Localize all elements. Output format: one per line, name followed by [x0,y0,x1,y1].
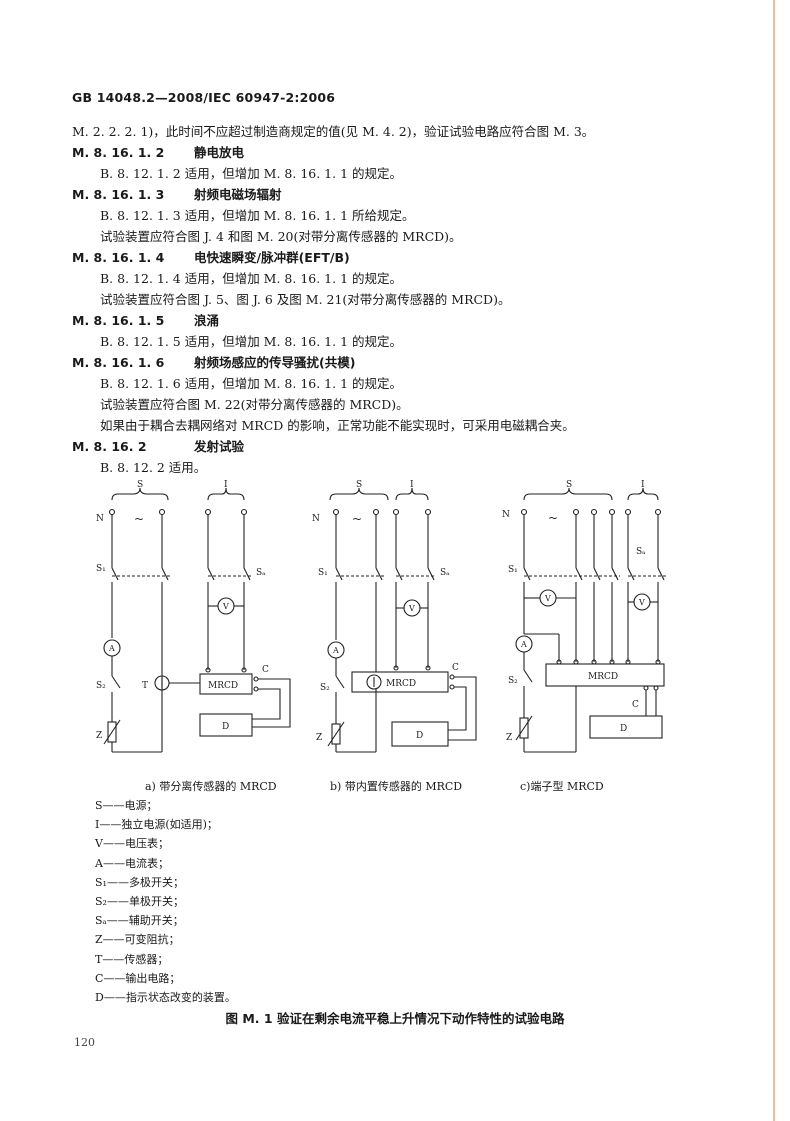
paragraph-line: 如果由于耦合去耦网络对 MRCD 的影响，正常功能不能实现时，可采用电磁耦合夹。 [100,418,575,433]
label-Z: Z [96,731,102,741]
section-number: M. 8. 16. 1. 6 [72,355,165,370]
paragraph-line: B. 8. 12. 1. 5 适用，但增加 M. 8. 16. 1. 1 的规定… [100,334,403,349]
label-C: C [632,700,639,710]
label-Sa: Sₐ [256,568,266,578]
label-V: V [638,598,645,607]
standard-header: GB 14048.2—2008/IEC 60947-2:2006 [72,90,336,105]
label-S: S [566,480,572,490]
legend-item: Sₐ——辅助开关； [95,914,184,928]
label-S1: S₁ [508,565,518,575]
section-title: 射频电磁场辐射 [194,187,282,202]
section-title: 静电放电 [194,145,245,160]
section-number: M. 8. 16. 1. 3 [72,187,165,202]
section-title: 射频场感应的传导骚扰(共模) [194,355,356,370]
section-number: M. 8. 16. 2 [72,439,147,454]
section-title: 发射试验 [194,439,245,454]
caption-b: b) 带内置传感器的 MRCD [330,780,463,793]
circuit-b: S I N ~ S₁ Sₐ A S₂ Z V MRCD C [312,480,477,753]
label-MRCD: MRCD [208,681,238,691]
section-heading: M. 8. 16. 1. 4 电快速瞬变/脉冲群(EFT/B) [72,247,762,268]
legend-item: S——电源； [95,799,158,812]
label-A: A [520,640,527,649]
circuit-a: S I N ~ S₁ Sₐ A S₂ Z V T MRCD C [96,480,291,753]
legend-item: I——独立电源(如适用)； [95,818,218,832]
label-C: C [452,663,459,673]
label-I: I [641,480,645,490]
page-edge-line [773,0,775,1121]
section-title: 浪涌 [194,313,220,328]
label-MRCD: MRCD [386,679,416,689]
label-A: A [332,646,339,655]
label-D: D [222,722,229,732]
label-tilde: ~ [134,512,144,526]
section-number: M. 8. 16. 1. 2 [72,145,165,160]
legend-item: Z——可变阻抗； [95,933,180,947]
legend-item: S₂——单极开关； [95,895,184,909]
paragraph-line: B. 8. 12. 1. 4 适用，但增加 M. 8. 16. 1. 1 的规定… [100,271,403,286]
section-title: 电快速瞬变/脉冲群(EFT/B) [194,250,350,265]
paragraph-line: B. 8. 12. 1. 2 适用，但增加 M. 8. 16. 1. 1 的规定… [100,166,403,181]
label-D: D [620,724,627,734]
section-number: M. 8. 16. 1. 4 [72,250,165,265]
legend-item: T——传感器； [95,952,169,966]
paragraph-line: M. 2. 2. 2. 1)，此时间不应超过制造商规定的值(见 M. 4. 2)… [72,124,595,139]
label-V: V [408,604,415,613]
label-Sa: Sₐ [636,547,646,557]
legend-item: V——电压表； [95,837,169,851]
section-number: M. 8. 16. 1. 5 [72,313,165,328]
legend-item: D——指示状态改变的装置。 [95,991,236,1005]
label-S2: S₂ [96,681,106,691]
label-tilde: ~ [352,512,362,526]
label-V: V [222,602,229,611]
figure-title: 图 M. 1 验证在剩余电流平稳上升情况下动作特性的试验电路 [225,1011,565,1026]
paragraph-line: B. 8. 12. 1. 6 适用，但增加 M. 8. 16. 1. 1 的规定… [100,376,403,391]
section-heading: M. 8. 16. 2 发射试验 [72,436,762,457]
label-S1: S₁ [318,568,328,578]
label-S2: S₂ [320,683,330,693]
label-N: N [502,510,510,520]
legend-list: S——电源； I——独立电源(如适用)； V——电压表； A——电流表； S₁—… [95,796,236,1007]
label-C: C [262,665,269,675]
label-Z: Z [506,733,512,743]
page-number: 120 [74,1036,95,1049]
section-heading: M. 8. 16. 1. 6 射频场感应的传导骚扰(共模) [72,352,762,373]
label-V: V [544,594,551,603]
paragraph-line: B. 8. 12. 1. 3 适用，但增加 M. 8. 16. 1. 1 所给规… [100,208,415,223]
circuit-c: S I N ~ S₁ Sₐ V A S₂ Z V [502,480,666,753]
section-heading: M. 8. 16. 1. 5 浪涌 [72,310,762,331]
label-T: T [142,681,148,691]
circuit-diagrams: S I N ~ S₁ Sₐ A S₂ Z V T MRCD C [88,478,708,758]
label-S2: S₂ [508,676,518,686]
caption-c: c)端子型 MRCD [520,780,604,793]
paragraph-line: B. 8. 12. 2 适用。 [100,460,207,475]
label-S: S [356,480,362,490]
label-S1: S₁ [96,564,106,574]
label-tilde: ~ [548,511,558,525]
body-text: M. 2. 2. 2. 1)，此时间不应超过制造商规定的值(见 M. 4. 2)… [72,121,762,478]
legend-item: A——电流表； [95,856,169,870]
label-N: N [96,514,104,524]
label-MRCD: MRCD [588,672,618,682]
label-D: D [416,731,423,741]
label-I: I [410,480,414,490]
caption-a: a) 带分离传感器的 MRCD [145,780,277,793]
section-heading: M. 8. 16. 1. 3 射频电磁场辐射 [72,184,762,205]
label-N: N [312,514,320,524]
label-A: A [108,644,115,653]
paragraph-line: 试验装置应符合图 J. 5、图 J. 6 及图 M. 21(对带分离传感器的 M… [100,292,511,307]
paragraph-line: 试验装置应符合图 J. 4 和图 M. 20(对带分离传感器的 MRCD)。 [100,229,462,244]
legend-item: S₁——多极开关； [95,875,184,889]
section-heading: M. 8. 16. 1. 2 静电放电 [72,142,762,163]
label-Sa: Sₐ [440,568,450,578]
legend-item: C——输出电路； [95,971,181,985]
paragraph-line: 试验装置应符合图 M. 22(对带分离传感器的 MRCD)。 [100,397,409,412]
label-S: S [137,480,143,490]
label-I: I [224,480,228,490]
label-Z: Z [316,733,322,743]
